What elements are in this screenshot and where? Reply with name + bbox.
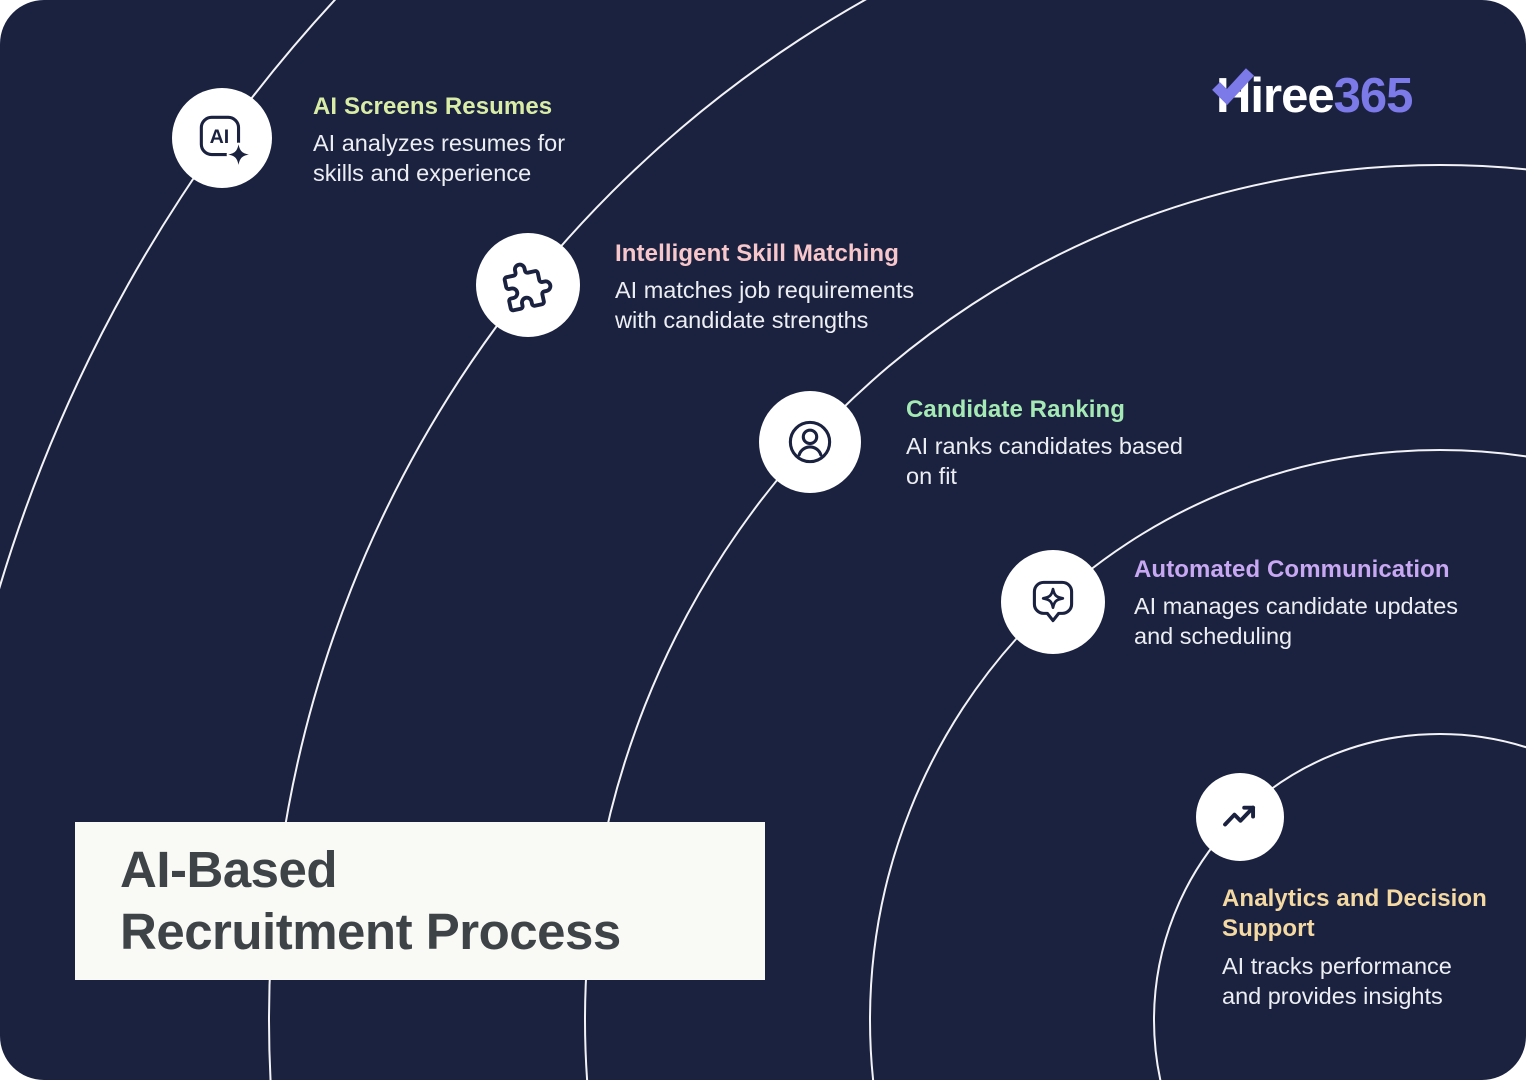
- step-2-text: Intelligent Skill Matching AI matches jo…: [615, 239, 914, 335]
- user-icon: [788, 420, 832, 464]
- step-4-text: Automated Communication AI manages candi…: [1134, 555, 1458, 651]
- step-4-heading: Automated Communication: [1134, 556, 1450, 583]
- step-2-heading: Intelligent Skill Matching: [615, 240, 899, 267]
- step-1-icon-circle: AI: [172, 88, 272, 188]
- page-title-line2: Recruitment Process: [120, 903, 621, 960]
- arc-2: [268, 0, 868, 1080]
- page-title-line1: AI-Based: [120, 841, 338, 898]
- step-5-icon-circle: [1196, 773, 1284, 861]
- svg-text:AI: AI: [210, 126, 230, 148]
- brand-name-accent: 365: [1333, 69, 1414, 123]
- chat-sparkle-icon: [1032, 580, 1074, 623]
- step-3-icon-circle: [759, 391, 861, 493]
- trend-up-icon: [1223, 805, 1256, 827]
- ai-badge-icon: AI: [199, 115, 251, 167]
- step-2-icon-circle: [476, 233, 580, 337]
- step-4-icon-circle: [1001, 550, 1105, 654]
- puzzle-icon: [502, 262, 553, 313]
- step-1-text: AI Screens Resumes AI analyzes resumes f…: [313, 92, 565, 188]
- step-3-text: Candidate Ranking AI ranks candidates ba…: [906, 395, 1183, 491]
- step-3-heading: Candidate Ranking: [906, 396, 1126, 423]
- brand-logo: Hiree365: [1212, 68, 1414, 124]
- step-1-heading: AI Screens Resumes: [313, 93, 553, 120]
- brand-name-primary: Hiree: [1216, 69, 1335, 123]
- arc-3: [584, 164, 1526, 1080]
- arc-5: [1153, 733, 1526, 1080]
- logo-checkmark-icon: [1212, 68, 1255, 105]
- title-block: AI-Based Recruitment Process: [75, 822, 765, 980]
- arc-4: [869, 449, 1526, 1080]
